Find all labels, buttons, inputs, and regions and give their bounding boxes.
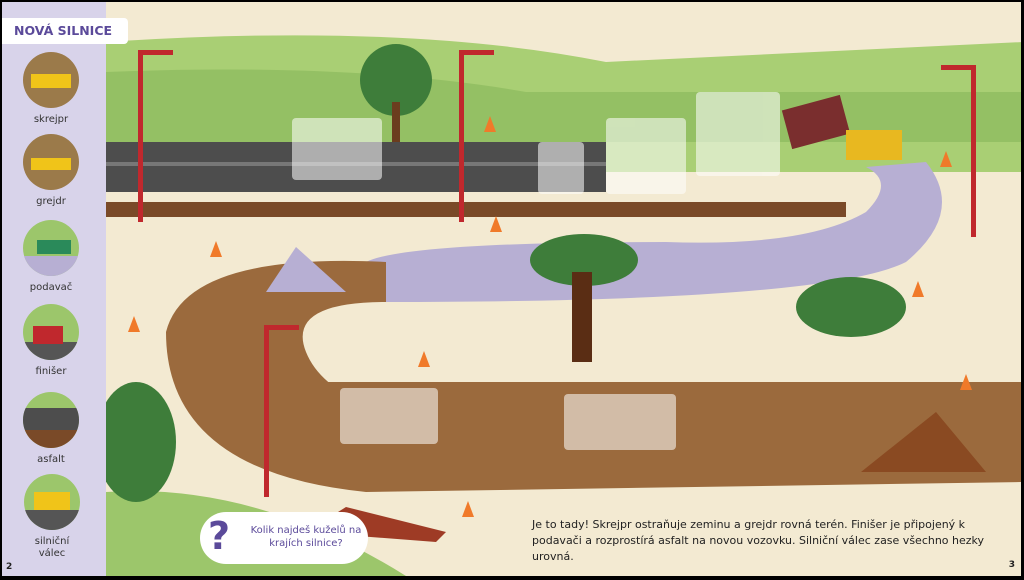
paver-icon	[23, 304, 79, 360]
dirt-edge	[106, 202, 846, 217]
body-text: Je to tady! Skrejpr ostraňuje zeminu a g…	[532, 518, 985, 563]
asphalt-icon	[23, 392, 79, 448]
page-number-left: 2	[6, 562, 13, 572]
legend-label: podavač	[29, 282, 73, 293]
traffic-cones	[128, 116, 972, 517]
bush	[796, 277, 906, 337]
legend-label: finišer	[35, 366, 67, 377]
grader-icon	[23, 134, 79, 190]
page-number-right: 3	[1008, 560, 1015, 570]
feeder-icon	[23, 220, 79, 276]
legend-item-silnicni-valec: silniční válec	[22, 474, 82, 560]
tree	[360, 44, 432, 116]
legend-item-finiser: finišer	[22, 304, 80, 378]
tree	[530, 234, 638, 286]
road-roller-icon	[24, 474, 80, 530]
machine-legend-sidebar: skrejpr grejdr podavač finišer asfalt si…	[2, 2, 106, 576]
legend-label: grejdr	[36, 196, 66, 207]
legend-label: asfalt	[37, 454, 65, 465]
machine-placeholders	[292, 92, 780, 450]
scraper-icon	[23, 52, 79, 108]
legend-label: skrejpr	[33, 114, 69, 125]
question-bubble: ? Kolik najdeš kuželů na krajích silnice…	[200, 512, 368, 564]
legend-item-podavac: podavač	[22, 220, 80, 294]
gravel-road	[366, 162, 942, 302]
legend-item-skrejpr: skrejpr	[22, 52, 80, 126]
dump-truck	[781, 94, 851, 150]
legend-label: silniční válec	[34, 536, 70, 559]
legend-item-asfalt: asfalt	[22, 392, 80, 466]
question-text: Kolik najdeš kuželů na krajích silnice?	[250, 525, 362, 549]
street-lamps	[138, 50, 976, 497]
dirt-pile	[861, 412, 986, 472]
legend-item-grejdr: grejdr	[22, 134, 80, 208]
page-title: NOVÁ SILNICE	[2, 18, 128, 44]
road-construction-illustration	[96, 2, 1021, 576]
scene-svg	[96, 2, 1021, 576]
question-mark-icon: ?	[208, 514, 231, 558]
